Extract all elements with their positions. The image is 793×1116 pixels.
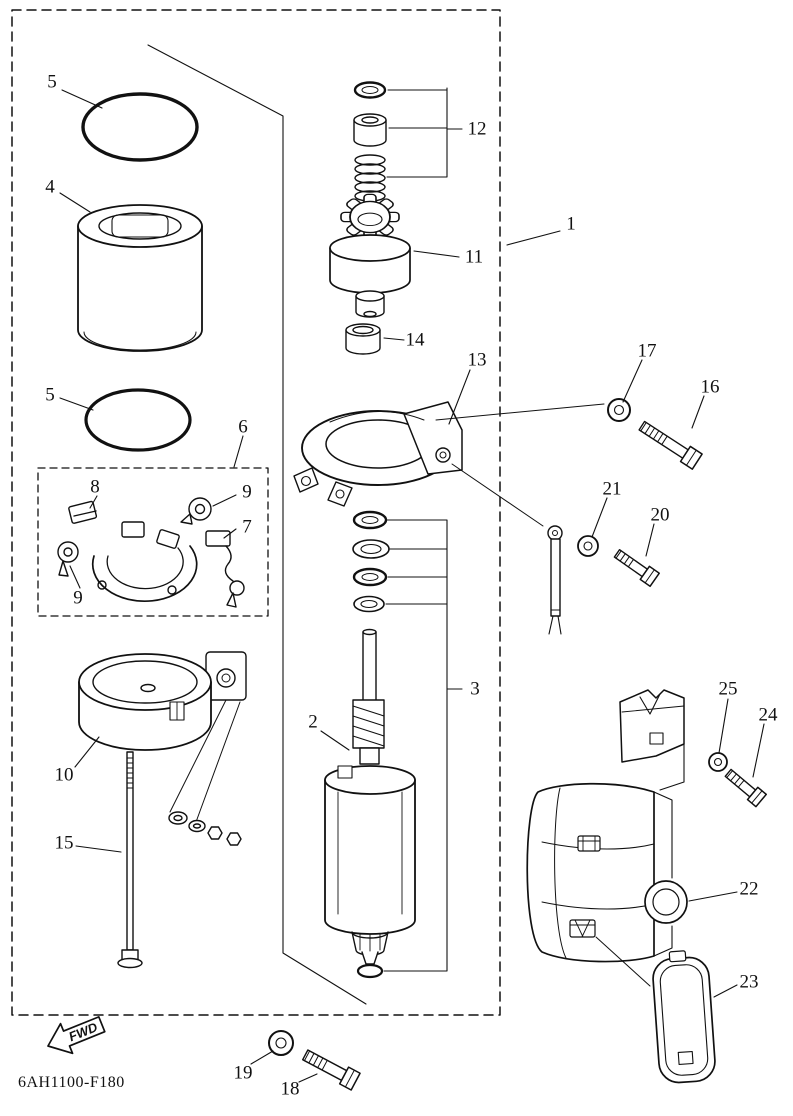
- callout-1: 1: [566, 213, 576, 235]
- callout-5: 5: [45, 384, 55, 406]
- callout-2: 2: [308, 711, 318, 733]
- callout-16: 16: [700, 376, 720, 398]
- callout-23: 23: [739, 971, 759, 993]
- part-grommet-9b: [57, 541, 79, 577]
- part-bolt-16: [638, 420, 703, 470]
- callout-5: 5: [47, 71, 57, 93]
- callout-24: 24: [758, 704, 778, 726]
- callout-7: 7: [242, 516, 252, 538]
- axis-line: [147, 44, 367, 1005]
- callout-13: 13: [467, 349, 487, 371]
- callout-20: 20: [650, 504, 670, 526]
- guide-clamp-to-pin: [451, 463, 544, 527]
- callout-8: 8: [90, 476, 100, 498]
- part-grommet-9a: [180, 497, 212, 525]
- callout-11: 11: [464, 246, 484, 268]
- part-oring-top-5: [81, 92, 199, 162]
- callout-25: 25: [718, 678, 738, 700]
- brush-kit-boundary-6: [37, 467, 269, 617]
- callout-6: 6: [238, 416, 248, 438]
- part-bolt-20: [613, 548, 660, 588]
- callout-9: 9: [73, 587, 83, 609]
- part-oring-bottom-5: [84, 388, 192, 452]
- part-brush-8: [68, 500, 98, 524]
- guide-clamp-to-bolt16: [435, 403, 605, 421]
- part-brush-holder: [91, 521, 198, 603]
- part-spacer-12: [353, 113, 387, 147]
- callout-12: 12: [467, 118, 487, 140]
- diagram-code: 6AH1100-F180: [18, 1074, 125, 1091]
- part-pin-21: [547, 525, 563, 635]
- bracket-3: [383, 519, 463, 972]
- callout-17: 17: [637, 340, 657, 362]
- callout-4: 4: [45, 176, 55, 198]
- part-brush-lead-7: [205, 530, 245, 608]
- part-washer-25: [708, 752, 728, 772]
- part-armature-2: [324, 628, 416, 979]
- part-bracket-22: [526, 782, 688, 987]
- guide-endcap-hardware: [169, 699, 241, 823]
- bracket-12: [386, 87, 463, 178]
- part-oring-small-12: [353, 81, 387, 99]
- callout-15: 15: [54, 832, 74, 854]
- callout-19: 19: [233, 1062, 253, 1084]
- callout-14: 14: [405, 329, 425, 351]
- part-washer-17: [607, 398, 631, 422]
- part-housing-4: [77, 204, 203, 352]
- part-endcap-10: [78, 651, 247, 751]
- part-bushing-14: [345, 323, 381, 355]
- part-hardware-stack: [168, 811, 242, 846]
- callout-22: 22: [739, 878, 759, 900]
- part-washer-19: [268, 1030, 294, 1056]
- callout-18: 18: [280, 1078, 300, 1100]
- callout-9: 9: [242, 481, 252, 503]
- part-cover-23: [652, 950, 716, 1084]
- part-seal-stack-3: [352, 510, 390, 613]
- leader-lines: [59, 89, 765, 1083]
- callout-21: 21: [602, 478, 622, 500]
- part-drive-gear-11: [329, 193, 411, 318]
- part-bolt-18: [301, 1049, 361, 1091]
- callout-3: 3: [470, 678, 480, 700]
- part-bolt-24: [724, 768, 767, 808]
- fwd-arrow: FWD: [47, 1016, 106, 1055]
- part-bracket-plate: [619, 689, 685, 791]
- part-clamp-13: [293, 401, 463, 507]
- part-washer-21: [577, 535, 599, 557]
- assembly-boundary: [11, 9, 501, 1016]
- part-bolt-15: [117, 751, 143, 969]
- callout-10: 10: [54, 764, 74, 786]
